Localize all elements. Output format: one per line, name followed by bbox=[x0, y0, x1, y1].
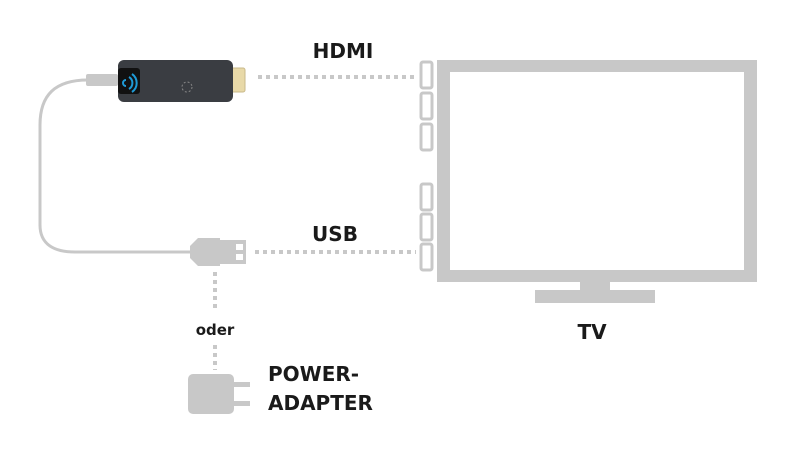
usb-cable bbox=[38, 78, 192, 254]
hdmi-dongle bbox=[118, 60, 246, 102]
or-label: oder bbox=[196, 321, 235, 339]
power-adapter-label-line1: POWER- bbox=[268, 362, 359, 386]
usb-plug bbox=[190, 238, 246, 266]
micro-usb-plug bbox=[86, 74, 118, 86]
wifi-icon bbox=[122, 73, 138, 93]
tv-label: TV bbox=[577, 320, 607, 344]
tv-icon bbox=[419, 60, 757, 303]
hdmi-label: HDMI bbox=[313, 39, 374, 63]
power-adapter-icon bbox=[188, 374, 250, 414]
usb-label: USB bbox=[312, 222, 358, 246]
power-adapter-label-line2: ADAPTER bbox=[268, 391, 373, 415]
logo-icon bbox=[181, 81, 193, 93]
